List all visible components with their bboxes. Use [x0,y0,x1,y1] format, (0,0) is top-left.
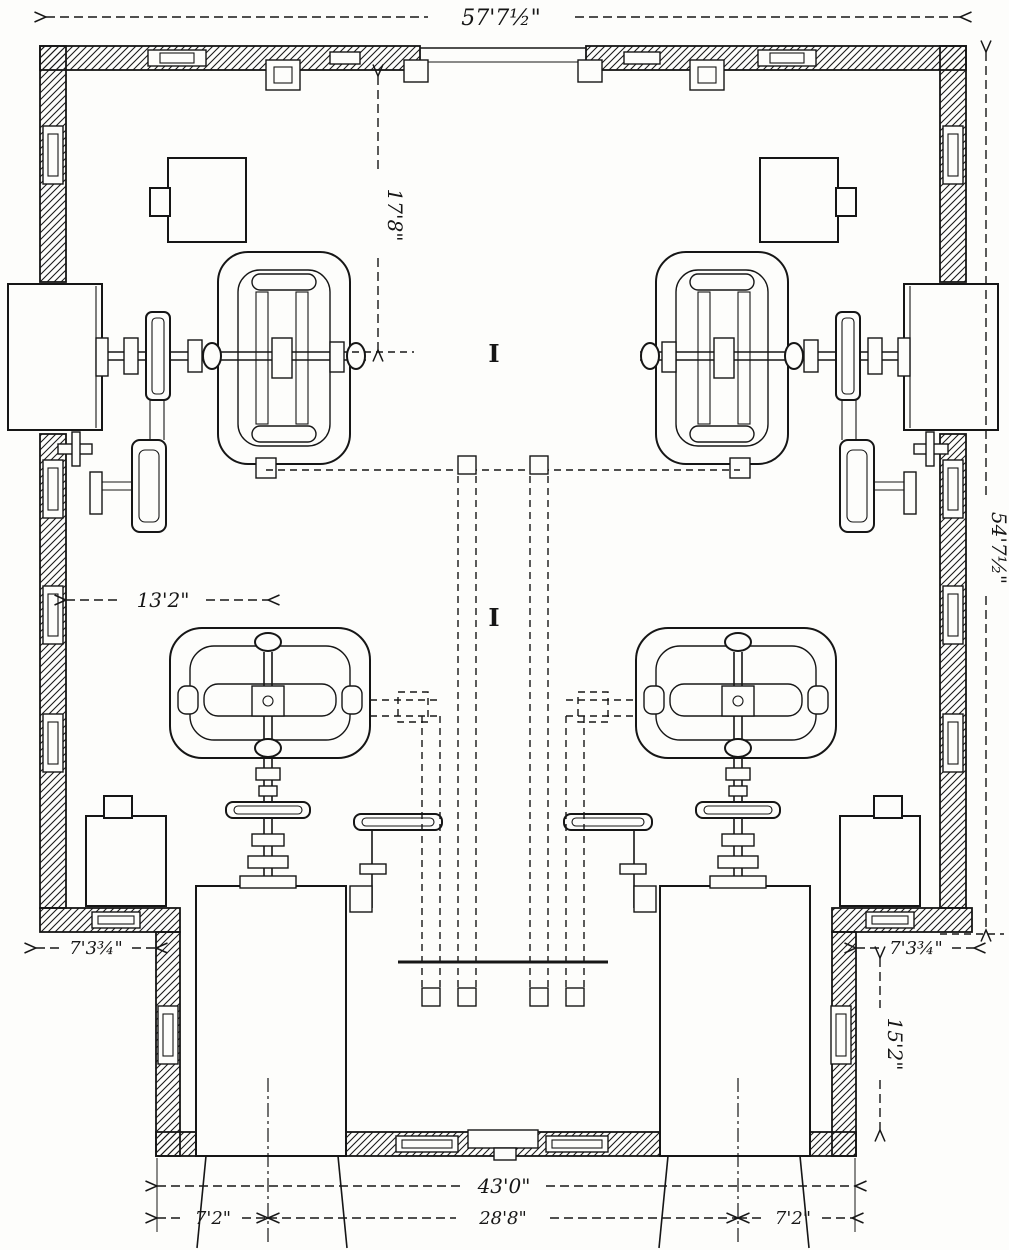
crosshead [251,685,285,717]
dimension-flue-left-offset: 7'2" [157,1208,268,1229]
column-markers: I I [488,339,499,632]
flywheel [89,400,167,533]
shaft-collars [95,337,345,377]
dimension-boiler-depth: 15'2" [880,958,907,1130]
wall-windows [42,49,964,1153]
dimension-wall-to-engine: 13'2" [66,588,268,612]
dim-label-left-recess: 7'3¾" [69,938,123,959]
column-marker-upper: I [488,339,499,368]
crankshaft [225,632,311,886]
belt-pulley [225,801,311,819]
dim-label-flue-right-offset: 7'2" [775,1208,811,1229]
crankshaft [95,311,366,401]
dimension-left-recess: 7'3¾" [36,938,156,959]
foundation [195,875,347,1244]
dimension-overall-depth: 54'7½" [940,52,1009,934]
dim-label-lower-inner-width: 43'0" [477,1174,531,1198]
pipe-flanges [421,455,585,1007]
dimension-overall-width: 57'7½" [46,6,960,31]
outer-walls [39,45,973,1161]
upper-left-engine [7,157,366,533]
switchboard-box [167,157,247,243]
center-piping [266,455,740,1007]
crosshead [271,337,293,379]
generator-box [7,283,103,431]
column-marker-lower: I [488,603,499,632]
pedestal [57,431,93,467]
dim-label-overall-width: 57'7½" [461,6,540,31]
belt-pulley [145,311,171,401]
dim-label-right-recess: 7'3¾" [889,938,943,959]
pump-unit [349,813,443,913]
pipe-flange [255,457,277,479]
dim-label-boiler-depth: 15'2" [883,1018,907,1071]
dimension-flue-right-offset: 7'2" [738,1208,852,1229]
dim-label-overall-depth: 54'7½" [987,512,1009,584]
dimension-right-recess: 7'3¾" [856,938,974,959]
dim-label-wall-to-engine: 13'2" [137,588,190,612]
exciter-box [85,815,167,907]
boiler-flues [196,1155,810,1249]
lower-left-engine [85,627,443,1244]
dimension-flue-spacing: 28'8" [268,1208,738,1229]
dim-label-flue-left-offset: 7'2" [195,1208,231,1229]
dimension-bay-to-shaft: 17'8" [352,76,414,352]
dim-label-bay-to-shaft: 17'8" [383,189,407,242]
dim-label-flue-spacing: 28'8" [478,1208,527,1229]
shaft-collars [247,767,289,869]
